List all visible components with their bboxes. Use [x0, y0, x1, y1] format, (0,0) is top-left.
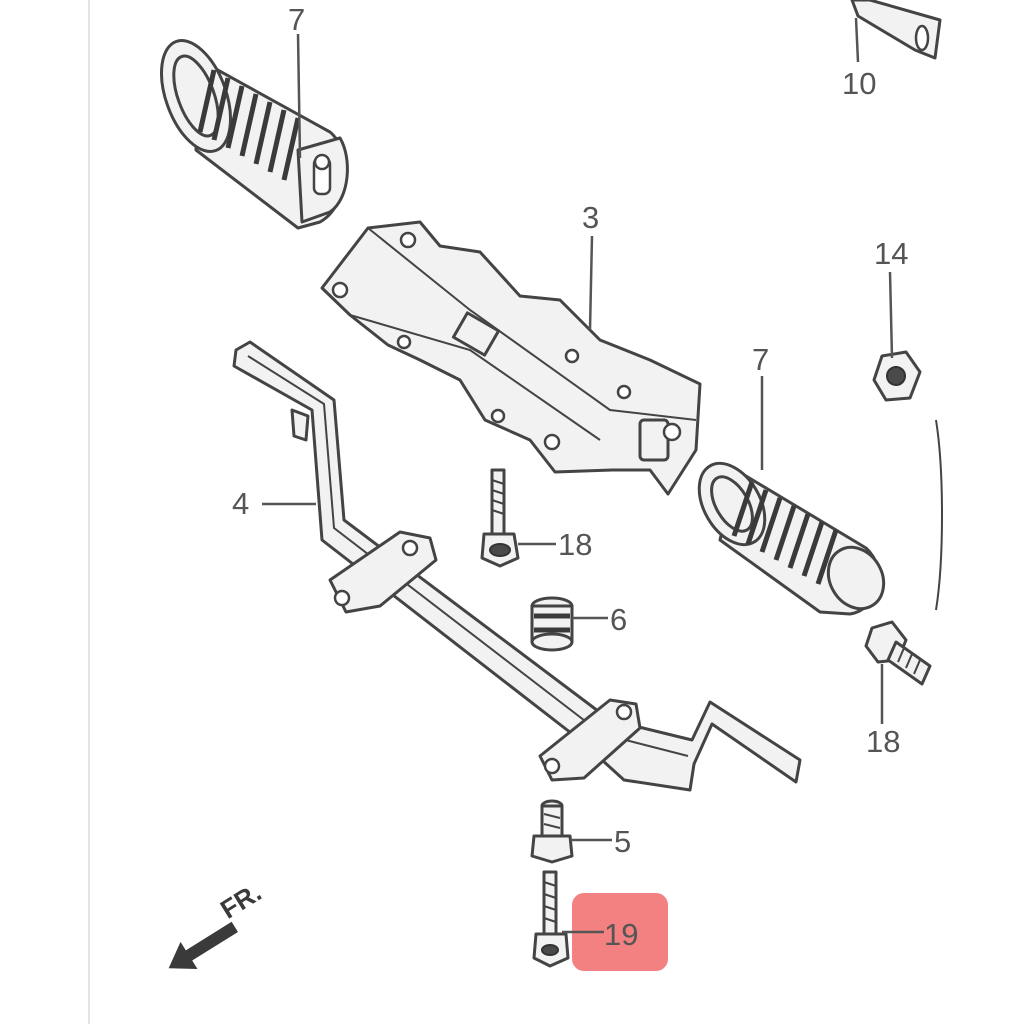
- part-7-upper-footpeg: [160, 39, 349, 230]
- callout-4: 4: [232, 486, 249, 521]
- callout-19: 19: [604, 917, 638, 952]
- callout-7-lower: 7: [752, 342, 769, 377]
- part-18-bolt-center: [480, 468, 520, 568]
- part-18-bolt-right: [864, 620, 932, 686]
- highlight-box-19: [572, 893, 668, 971]
- callout-18-right: 18: [866, 724, 900, 759]
- part-7-lower-footpeg: [697, 461, 886, 616]
- callout-5: 5: [614, 824, 631, 859]
- callout-6: 6: [610, 602, 627, 637]
- edge-partial-line: [935, 419, 943, 611]
- front-arrow-icon: [168, 921, 238, 970]
- part-4-step-bar: [232, 340, 802, 792]
- part-14-nut: [872, 350, 922, 402]
- leader-lines: [262, 17, 894, 934]
- part-6-rubber-bushing: [530, 596, 574, 652]
- part-10-bracket: [850, 0, 942, 60]
- callout-14: 14: [874, 236, 908, 271]
- left-border-rule: [88, 0, 90, 1024]
- callout-7-upper: 7: [288, 2, 305, 37]
- part-3-mount-plate: [320, 220, 702, 496]
- part-5-collar-bolt: [530, 799, 574, 864]
- callout-labels: 7 10 3 14 7 4 18 6 18 5 19: [232, 2, 908, 952]
- part-19-bolt: [532, 870, 570, 968]
- front-label: FR.: [215, 877, 266, 925]
- callout-18-center: 18: [558, 527, 592, 562]
- front-direction-marker: FR.: [168, 877, 267, 970]
- callout-3: 3: [582, 200, 599, 235]
- callout-10: 10: [842, 66, 876, 101]
